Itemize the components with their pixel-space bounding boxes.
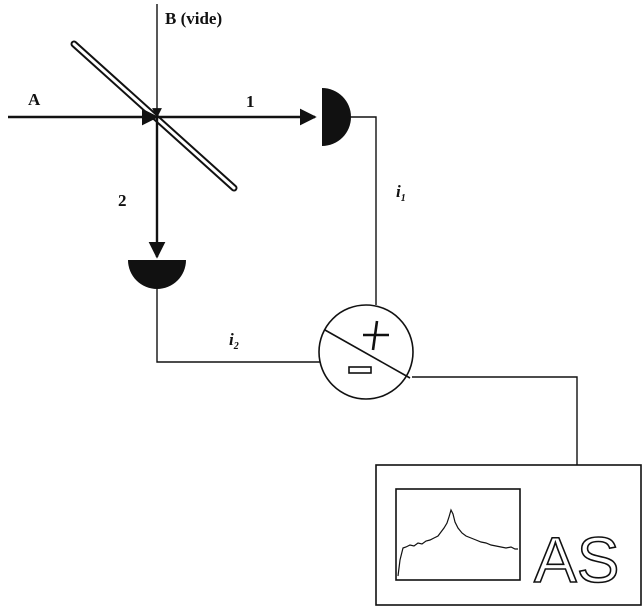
spectrum-analyzer: AS — [375, 464, 642, 606]
label-beam-b: B (vide) — [165, 9, 222, 28]
wire-output — [412, 376, 578, 465]
label-current-2: i2 — [229, 330, 239, 352]
minus-sign — [348, 366, 372, 374]
label-current-1: i1 — [396, 182, 406, 204]
plus-sign — [363, 320, 389, 351]
label-beam-a: A — [28, 90, 41, 109]
photodetector-1-icon — [322, 88, 351, 146]
wire-detector-1 — [350, 116, 377, 305]
photodetector-2-icon — [128, 260, 186, 289]
label-path-1: 1 — [246, 92, 255, 111]
spectrum-screen — [395, 488, 521, 581]
subtractor-icon — [318, 304, 414, 400]
spectrum-trace-icon — [397, 508, 518, 577]
label-path-2: 2 — [118, 191, 127, 210]
wire-detector-2 — [156, 289, 320, 363]
analyzer-label: AS — [534, 524, 619, 596]
